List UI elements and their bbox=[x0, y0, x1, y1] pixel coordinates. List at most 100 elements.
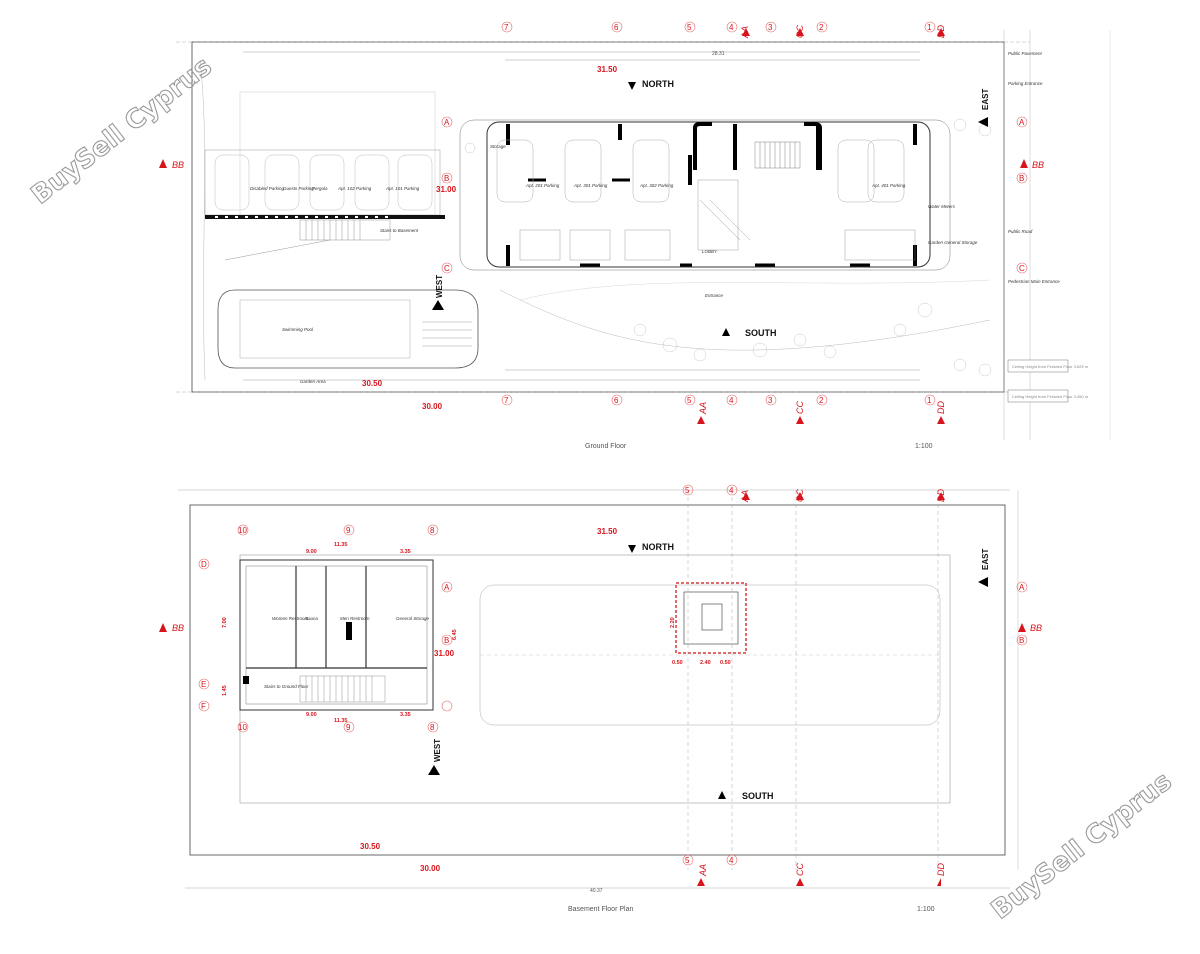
ground-section-dd-bottom: DD bbox=[936, 401, 946, 414]
ground-grid-6-bottom: 6 bbox=[614, 396, 619, 405]
basement-grid-5-bottom: 5 bbox=[685, 856, 690, 865]
basement-section-dd-bottom: DD bbox=[936, 863, 946, 876]
ground-grid-5-top: 5 bbox=[687, 23, 692, 32]
ground-room-apt302: Apt. 302 Parking bbox=[639, 183, 674, 188]
ground-ceiling-note-1: Ceiling Height from Finished Floor 3.625… bbox=[1012, 364, 1089, 369]
basement-level-bottom-1: 30.50 bbox=[360, 842, 381, 851]
basement-dim-overall: 40.37 bbox=[590, 888, 603, 894]
ground-room-pergola: Pergola bbox=[312, 186, 328, 191]
ground-room-public-road: Public Road bbox=[1008, 229, 1033, 234]
ground-room-apt401: Apt. 401 Parking bbox=[871, 183, 906, 188]
basement-section-bb-right: BB bbox=[1030, 623, 1042, 633]
ground-grid-3-top: 3 bbox=[768, 23, 773, 32]
basement-grid-9-bottom: 9 bbox=[346, 723, 351, 732]
basement-room-women: Women Restroom bbox=[272, 616, 309, 621]
basement-grid-9-top: 9 bbox=[346, 526, 351, 535]
basement-room-sauna: Sauna bbox=[305, 616, 319, 621]
basement-dim-2-20: 2.20 bbox=[670, 617, 676, 628]
section-markers bbox=[159, 28, 1028, 886]
ground-level-bottom-1: 30.50 bbox=[362, 379, 383, 388]
basement-grid-8-bottom: 8 bbox=[430, 723, 435, 732]
ground-room-public-pavement: Public Pavement bbox=[1008, 51, 1043, 56]
ground-grid-7-bottom: 7 bbox=[504, 396, 509, 405]
basement-level-mid: 31.00 bbox=[434, 649, 455, 658]
basement-grid-8-top: 8 bbox=[430, 526, 435, 535]
basement-grid-10-bottom: 10 bbox=[238, 723, 247, 732]
ground-grid-4-top: 4 bbox=[729, 23, 734, 32]
ground-grid-c-right: C bbox=[1019, 264, 1025, 273]
basement-south-label: SOUTH bbox=[742, 791, 774, 801]
basement-grid-e: E bbox=[201, 680, 206, 689]
basement-floor-plan bbox=[178, 489, 1019, 889]
basement-dim-0-50-b: 0.50 bbox=[720, 660, 731, 666]
basement-dim-3-35: 3.35 bbox=[400, 549, 411, 555]
ground-room-stairs: Stairs to Basement bbox=[380, 228, 419, 233]
ground-grid-1-bottom: 1 bbox=[927, 396, 932, 405]
ground-grid-b-left: B bbox=[444, 174, 449, 183]
watermark-top-left: BuySell Cyprus bbox=[26, 51, 218, 210]
watermark-bottom-right: BuySell Cyprus bbox=[986, 766, 1178, 925]
basement-level-top: 31.50 bbox=[597, 527, 618, 536]
basement-dim-2-40: 2.40 bbox=[700, 660, 711, 666]
ground-room-lobby: LOBBY bbox=[702, 249, 718, 254]
ground-section-cc-top: CC bbox=[795, 25, 805, 38]
basement-grid-10-top: 10 bbox=[238, 526, 247, 535]
basement-section-cc-bottom: CC bbox=[795, 863, 805, 876]
ground-ceiling-note-2: Ceiling Height from Finished Floor 3.450… bbox=[1012, 394, 1089, 399]
basement-grid-a: A bbox=[444, 583, 450, 592]
ground-north-label: NORTH bbox=[642, 79, 674, 89]
basement-section-dd-top: DD bbox=[936, 489, 946, 502]
basement-grid-d: D bbox=[201, 560, 207, 569]
basement-floor-caption: Basement Floor Plan bbox=[568, 906, 633, 913]
ground-grid-3-bottom: 3 bbox=[768, 396, 773, 405]
ground-grid-5-bottom: 5 bbox=[687, 396, 692, 405]
basement-grid-a-right: A bbox=[1019, 583, 1025, 592]
ground-room-water-meters: Water Meters bbox=[928, 204, 956, 209]
ground-floor-caption: Ground Floor bbox=[585, 443, 627, 450]
basement-room-general: General Storage bbox=[396, 616, 430, 621]
ground-grid-a-left: A bbox=[444, 118, 450, 127]
ground-room-apt301: Apt. 301 Parking bbox=[573, 183, 608, 188]
ground-room-pedestrian-entrance: Pedestrian Main Entrance bbox=[1008, 279, 1060, 284]
ground-west-label: WEST bbox=[435, 275, 444, 298]
ground-level-top: 31.50 bbox=[597, 65, 618, 74]
basement-grid-4-top: 4 bbox=[729, 486, 734, 495]
ground-grid-2-bottom: 2 bbox=[819, 396, 824, 405]
basement-section-cc-top: CC bbox=[795, 489, 805, 502]
ground-dim-overall: 28.31 bbox=[712, 51, 725, 57]
ground-grid-1-top: 1 bbox=[927, 23, 932, 32]
basement-dim-11-35: 11.35 bbox=[334, 542, 347, 548]
basement-dim-7-00: 7.00 bbox=[222, 617, 228, 628]
ground-section-cc-bottom: CC bbox=[795, 401, 805, 414]
basement-grid-f: F bbox=[201, 702, 206, 711]
ground-south-label: SOUTH bbox=[745, 328, 777, 338]
ground-grid-4-bottom: 4 bbox=[729, 396, 734, 405]
ground-level-mid: 31.00 bbox=[436, 185, 457, 194]
basement-section-aa-top: AA bbox=[740, 490, 750, 503]
ground-room-guest-parking: Guests Parking bbox=[283, 186, 314, 191]
ground-room-garden: Garden Area bbox=[300, 379, 326, 384]
basement-grid-b: B bbox=[444, 636, 449, 645]
ground-grid-6-top: 6 bbox=[614, 23, 619, 32]
basement-grid-b-right: B bbox=[1019, 636, 1024, 645]
basement-dim-9-00-b: 9.00 bbox=[306, 712, 317, 718]
ground-grid-c-left: C bbox=[444, 264, 450, 273]
basement-dim-6-45: 6.45 bbox=[452, 629, 458, 640]
ground-section-dd-top: DD bbox=[936, 25, 946, 38]
ground-room-parking-entrance: Parking Entrance bbox=[1008, 81, 1043, 86]
ground-room-garden-storage: Garden General Storage bbox=[928, 240, 978, 245]
basement-section-bb-left: BB bbox=[172, 623, 184, 633]
ground-room-swimming-pool: Swimming Pool bbox=[282, 327, 314, 332]
ground-floor-plan bbox=[176, 30, 1111, 440]
basement-north-label: NORTH bbox=[642, 542, 674, 552]
ground-section-aa-top: AA bbox=[740, 26, 750, 39]
ground-grid-b-right: B bbox=[1019, 174, 1024, 183]
ground-room-apt102: Apt. 102 Parking bbox=[337, 186, 372, 191]
orientation-arrows bbox=[428, 82, 988, 799]
ground-room-disabled-parking: Disabled Parking bbox=[250, 186, 285, 191]
basement-dim-1-45: 1.45 bbox=[222, 685, 228, 696]
basement-dim-3-35-b: 3.35 bbox=[400, 712, 411, 718]
basement-west-label: WEST bbox=[433, 739, 442, 762]
ground-floor-scale: 1:100 bbox=[915, 443, 933, 450]
